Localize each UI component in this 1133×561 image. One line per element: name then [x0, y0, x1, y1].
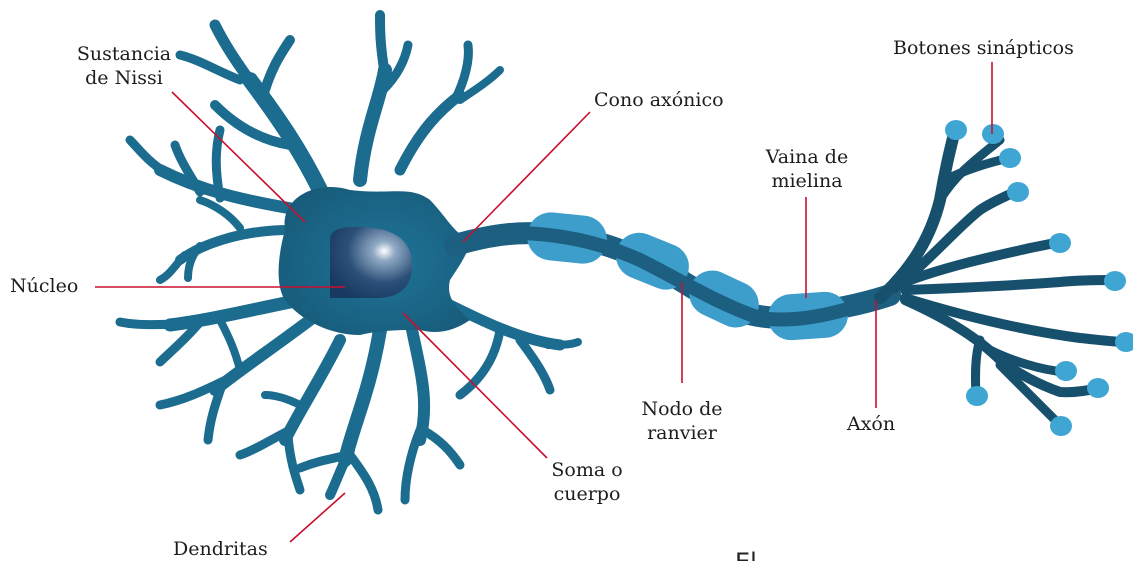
label-soma-line2: cuerpo: [553, 483, 621, 505]
axon-core: [513, 226, 892, 327]
nucleus: [330, 226, 413, 298]
label-cono-axonico: Cono axónico: [594, 89, 724, 111]
label-botones-sinapticos: Botones sinápticos: [893, 37, 1074, 59]
leader-soma: [402, 312, 548, 459]
label-axon: Axón: [847, 413, 896, 435]
caption-partial: El: [735, 548, 1035, 561]
label-vaina-mielina: Vaina de mielina: [755, 145, 859, 193]
axon-terminals: [874, 124, 1130, 430]
leader-dendritas: [289, 492, 346, 543]
leader-cono-axonico: [462, 111, 591, 243]
label-nodo-ranvier: Nodo de ranvier: [630, 397, 734, 445]
leader-sustancia-nissi: [171, 91, 306, 223]
label-nodo-line1: Nodo de: [641, 398, 723, 420]
label-nodo-line2: ranvier: [647, 422, 717, 444]
label-soma-line1: Soma o: [551, 459, 623, 481]
label-nucleo: Núcleo: [10, 275, 79, 297]
leader-lines: [95, 62, 993, 543]
label-sustancia-line2: de Nissi: [85, 67, 163, 89]
synaptic-buttons: [945, 120, 1133, 436]
dendrites: [125, 10, 504, 284]
label-vaina-line2: mielina: [771, 170, 843, 192]
label-sustancia-nissi: Sustancia de Nissi: [62, 42, 186, 90]
label-sustancia-line1: Sustancia: [76, 43, 172, 65]
caption-partial-text: El: [735, 548, 757, 561]
label-dendritas: Dendritas: [173, 538, 268, 560]
dendrites-lower: [115, 293, 582, 515]
label-vaina-line1: Vaina de: [765, 146, 849, 168]
label-soma: Soma o cuerpo: [535, 458, 639, 506]
